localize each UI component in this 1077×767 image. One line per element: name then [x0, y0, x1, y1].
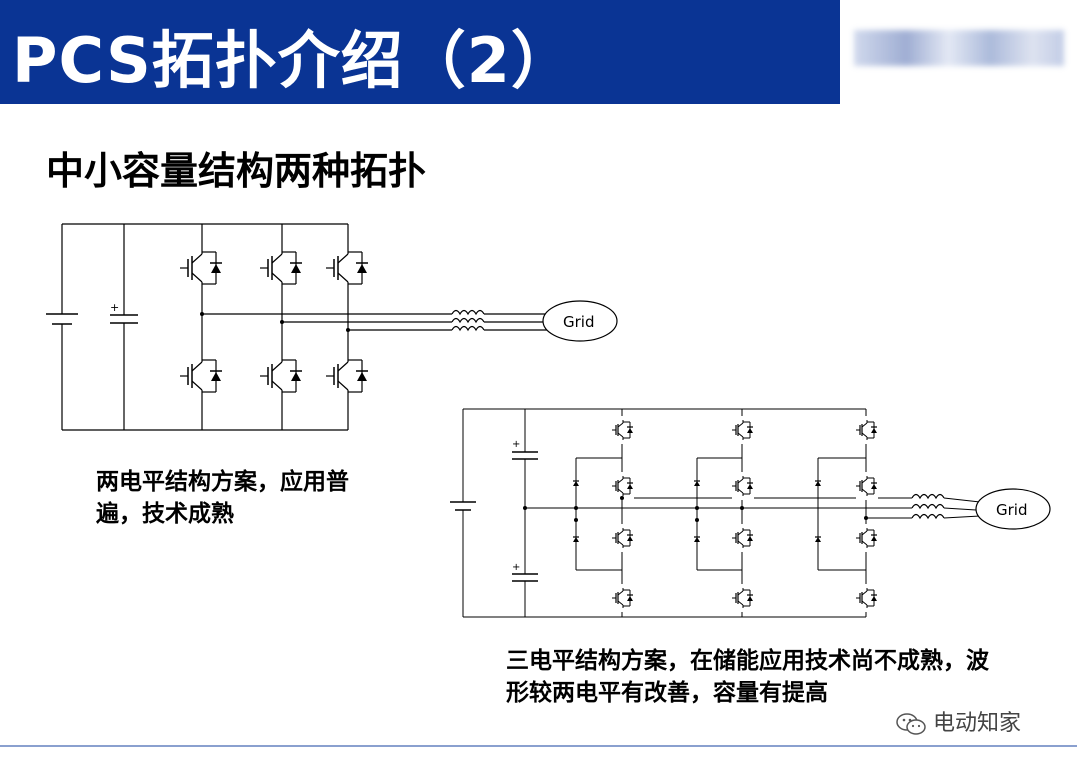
- grid-ellipse-1: [542, 300, 618, 342]
- grid-label-2: Grid: [996, 501, 1027, 519]
- blurred-logo: [854, 30, 1064, 66]
- watermark-text: 电动知家: [933, 711, 1022, 736]
- wechat-icon: [896, 713, 926, 735]
- two-level-diagram: [46, 223, 548, 431]
- grid-label-1: Grid: [563, 313, 594, 331]
- three-level-diagram: [450, 408, 981, 618]
- grid-ellipse-2: [975, 488, 1051, 530]
- svg-text:+: +: [512, 562, 520, 573]
- title-bar: PCS拓扑介绍（2）: [0, 0, 840, 104]
- three-level-caption: 三电平结构方案，在储能应用技术尚不成熟，波形较两电平有改善，容量有提高: [506, 648, 989, 706]
- svg-text:+: +: [512, 439, 520, 450]
- logo-area: [840, 0, 1077, 104]
- two-level-switches: +: [110, 247, 369, 397]
- three-level-switches: + +: [512, 416, 878, 612]
- svg-text:+: +: [110, 301, 119, 314]
- three-level-inductors: [911, 493, 945, 519]
- footer-divider: [0, 745, 1077, 747]
- section-heading: 中小容量结构两种拓扑: [46, 149, 427, 193]
- two-level-caption: 两电平结构方案，应用普遍，技术成熟: [96, 469, 349, 527]
- watermark: 电动知家: [895, 705, 1021, 737]
- page-title: PCS拓扑介绍（2）: [12, 24, 574, 97]
- two-level-inductors: [451, 309, 485, 331]
